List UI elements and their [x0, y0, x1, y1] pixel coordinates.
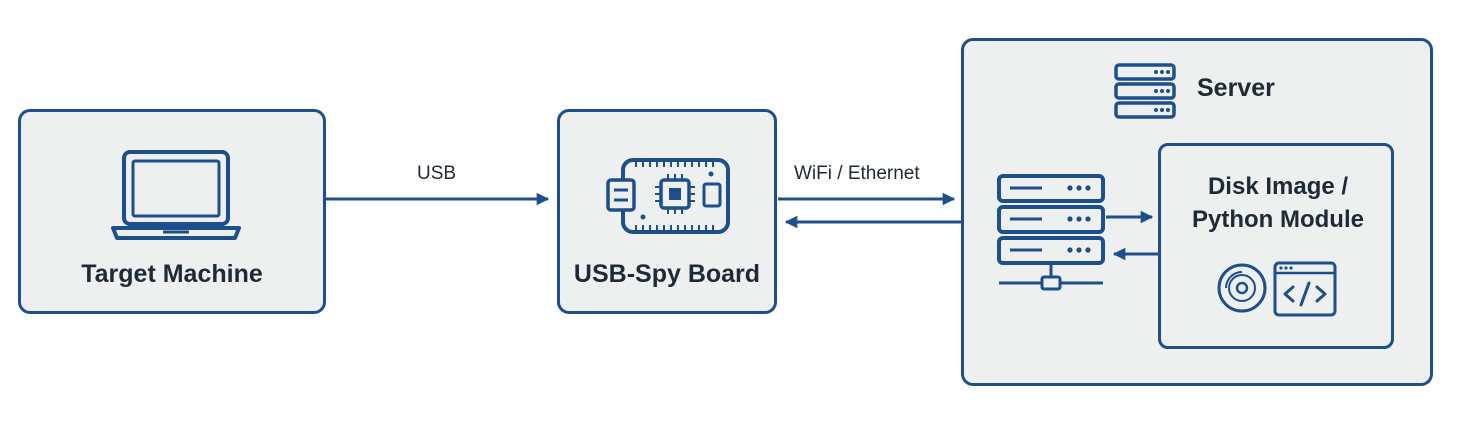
- target-machine-node: Target Machine: [18, 109, 326, 314]
- laptop-icon: [111, 150, 241, 240]
- server-label: Server: [1197, 74, 1275, 102]
- module-label: Disk Image / Python Module: [1160, 170, 1396, 236]
- code-window-icon: [1273, 261, 1337, 317]
- server-stack-icon: [997, 174, 1105, 291]
- usb-edge-label: USB: [417, 163, 457, 184]
- usb-spy-board-node: USB-Spy Board: [557, 109, 777, 314]
- network-edge-label: WiFi / Ethernet: [794, 163, 920, 184]
- target-machine-label: Target Machine: [81, 260, 263, 288]
- server-rack-icon: [1114, 63, 1176, 119]
- module-label-line1: Disk Image /: [1207, 173, 1349, 200]
- usb-spy-board-label: USB-Spy Board: [573, 260, 761, 288]
- circuit-board-icon: [606, 158, 730, 234]
- module-label-line2: Python Module: [1192, 206, 1364, 233]
- disc-icon: [1217, 263, 1267, 313]
